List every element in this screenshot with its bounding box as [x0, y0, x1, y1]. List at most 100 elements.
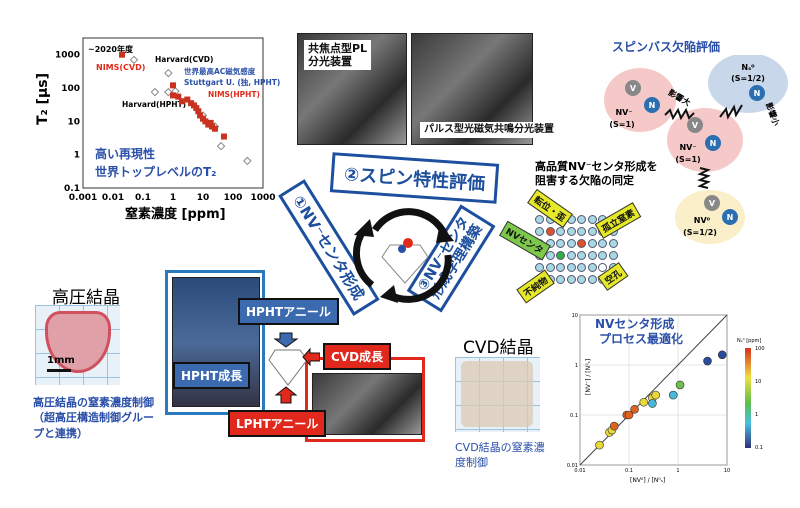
hpht-growth-label: HPHT成長 — [173, 362, 251, 389]
interaction-spring — [697, 167, 711, 189]
lattice-atom — [556, 239, 565, 248]
t2-point-nims — [197, 112, 204, 119]
t2-point-other — [243, 156, 252, 166]
lattice-atom — [577, 215, 586, 224]
t2-point-nims — [202, 118, 209, 125]
t2-point-nims — [170, 92, 176, 99]
nv-xtick: 1 — [676, 468, 679, 474]
cycle-arrows — [352, 208, 454, 303]
lattice-atom — [598, 263, 607, 272]
svg-text:(S=1): (S=1) — [609, 120, 634, 129]
annotation-era: ~2020年度 — [88, 44, 134, 54]
svg-text:V: V — [692, 121, 699, 130]
nv-data-point — [595, 440, 604, 450]
t2-point-nims — [119, 51, 126, 58]
vacancy-icon — [625, 80, 641, 96]
lattice-atom — [566, 227, 576, 236]
annotation-world-ac: 世界最高AC磁気感度 — [184, 66, 256, 76]
nitrogen-icon — [722, 209, 738, 225]
t2-caption-1: 高い再現性 — [95, 146, 155, 161]
annotation-harvard-hpht: Harvard(HPHT) — [122, 100, 186, 109]
t2-point-nims — [184, 96, 191, 103]
defect-tag-impurity: 不純物 — [516, 269, 555, 304]
annotation-harvard-cvd: Harvard(CVD) — [155, 55, 213, 64]
hpht-caption: 高圧結晶の窒素濃度制御（超高圧構造制御グループと連携） — [33, 396, 154, 440]
t2-point-other — [129, 55, 139, 65]
lattice-atom — [577, 251, 586, 260]
nv-minus-region — [604, 68, 676, 132]
t2-point-nims — [179, 98, 186, 105]
nv-minus-region — [667, 108, 743, 172]
nv-data-point — [609, 421, 619, 431]
t2-ytick: 1000 — [55, 51, 80, 61]
lattice-atom — [587, 227, 597, 236]
nv-xlabel: [NV⁰] / [N⁰ₛ] — [630, 477, 665, 484]
diamond-icon — [381, 244, 429, 284]
defect-title-line2: 阻害する欠陥の同定 — [535, 174, 634, 188]
spin-bath-diagram: V N NV⁻(S=1) Nₛ⁰(S=1/2) N V N NV⁻(S=1) V… — [604, 55, 788, 244]
lattice-atom — [535, 227, 544, 236]
nv-data-point — [648, 399, 657, 408]
svg-text:NV⁻: NV⁻ — [615, 108, 632, 117]
confocal-pl-photo: 共焦点型PL 分光装置 — [297, 33, 407, 145]
hpht-crystal-title: 高圧結晶 — [52, 288, 120, 308]
colorbar-tick: 10 — [755, 379, 761, 385]
t2-xlabel: 窒素濃度 [ppm] — [125, 206, 226, 222]
scale-bar — [47, 369, 71, 372]
nitrogen-icon — [749, 85, 765, 101]
t2-ytick: 100 — [61, 84, 80, 94]
t2-point-nims — [211, 125, 218, 132]
vacancy-icon — [704, 195, 720, 211]
lattice-atom — [608, 251, 618, 260]
t2-chart: T₂ [μs] 窒素濃度 [ppm] ~2020年度 NIMS(CVD) Har… — [35, 37, 280, 222]
svg-text:N: N — [649, 101, 656, 110]
nv-ytick: 1 — [575, 363, 578, 369]
t2-xtick: 1000 — [250, 193, 275, 203]
lattice-atom — [566, 239, 576, 248]
lattice-atom — [608, 239, 618, 248]
diamond-icon — [268, 349, 308, 386]
t2-point-nims — [195, 108, 202, 115]
lattice-atom — [577, 275, 586, 284]
lattice-atom — [577, 227, 586, 236]
t2-xtick: 10 — [197, 193, 210, 203]
lattice-atom — [545, 251, 555, 260]
lattice-atom — [556, 251, 565, 260]
nv-formation-chart: NVセンタ形成 プロセス最適化 [NV⁰] / [N⁰ₛ] [NV⁻] / [N… — [567, 313, 765, 484]
svg-text:(S=1): (S=1) — [675, 155, 700, 164]
arrow-down-icon — [273, 332, 299, 348]
t2-point-other — [216, 141, 226, 151]
nv-data-point — [717, 350, 727, 360]
t2-point-nims — [175, 93, 182, 100]
nv-data-point — [624, 410, 634, 420]
strong-interaction-spring — [664, 107, 695, 121]
lattice-atom — [566, 263, 576, 272]
spin-bath-title: スピンバス欠陥評価 — [612, 40, 721, 54]
lattice-atom — [587, 251, 597, 260]
lattice-atom — [545, 227, 555, 236]
lattice-atom — [556, 275, 565, 284]
colorbar-label: Nₛ⁰ [ppm] — [737, 338, 761, 344]
center-diamond — [268, 332, 320, 404]
svg-text:N: N — [754, 89, 761, 98]
hpht-frame — [165, 270, 265, 415]
cycle-arrow-icon — [352, 227, 375, 288]
cvd-reactor-photo — [312, 373, 422, 435]
lattice-atom — [566, 251, 576, 260]
svg-text:V: V — [630, 84, 637, 93]
cvd-growth-label: CVD成長 — [323, 343, 392, 370]
annotation-nims-cvd: NIMS(CVD) — [96, 63, 145, 72]
t2-ylabel: T₂ [μs] — [35, 73, 51, 125]
svg-text:NV⁰: NV⁰ — [694, 216, 711, 225]
arrow-left-icon — [302, 347, 320, 367]
lattice-atom — [598, 239, 607, 248]
svg-text:(S=1/2): (S=1/2) — [683, 228, 717, 237]
cvd-crystal — [461, 361, 533, 427]
lattice-atom — [587, 275, 597, 284]
pulse-odmr-photo: パルス型光磁気共鳴分光装置 — [411, 33, 558, 145]
nv0-region — [675, 190, 745, 244]
hpht-crystal-photo: 1mm — [35, 305, 120, 385]
cvd-caption: CVD結晶の窒素濃度制御 — [455, 441, 545, 470]
lattice-atom — [587, 239, 597, 248]
nv-xtick: 10 — [724, 468, 730, 474]
